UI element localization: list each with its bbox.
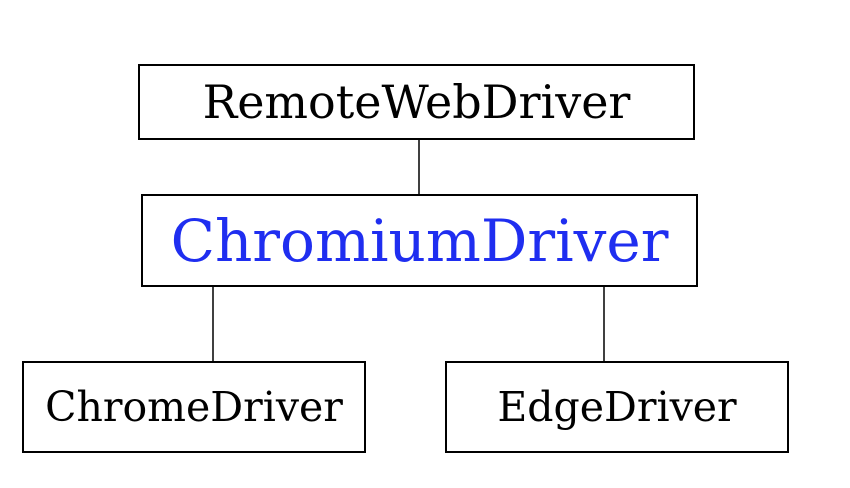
node-label-chromiumdriver: ChromiumDriver xyxy=(170,206,669,275)
node-edgedriver: EdgeDriver xyxy=(445,361,789,453)
node-label-chromedriver: ChromeDriver xyxy=(45,383,343,431)
node-remotewebdriver: RemoteWebDriver xyxy=(138,64,695,140)
node-label-remotewebdriver: RemoteWebDriver xyxy=(202,75,631,129)
node-chromedriver: ChromeDriver xyxy=(22,361,366,453)
node-label-edgedriver: EdgeDriver xyxy=(497,383,737,431)
node-chromiumdriver: ChromiumDriver xyxy=(141,194,698,287)
